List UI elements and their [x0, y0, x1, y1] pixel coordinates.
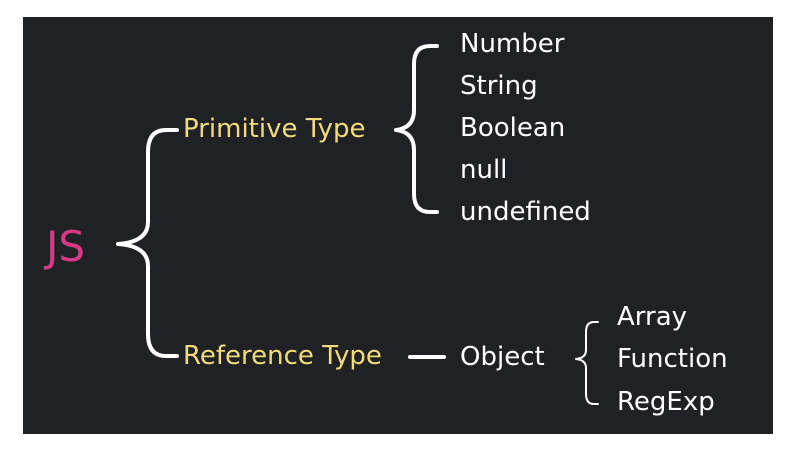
reference-item-function: Function [617, 344, 728, 374]
object-label: Object [460, 342, 545, 372]
primitive-type-label: Primitive Type [183, 114, 366, 144]
primitive-item-string: String [460, 71, 538, 101]
object-brace [575, 321, 599, 405]
primitive-item-null: null [460, 155, 508, 185]
reference-item-array: Array [617, 302, 688, 332]
primitive-brace [394, 44, 439, 214]
primitive-item-boolean: Boolean [460, 113, 566, 143]
reference-type-label: Reference Type [183, 341, 382, 371]
primitive-item-undefined: undefined [460, 197, 591, 227]
reference-item-regexp: RegExp [617, 387, 715, 417]
primitive-item-number: Number [460, 29, 565, 59]
root-brace [116, 128, 179, 358]
root-label: JS [46, 222, 86, 271]
